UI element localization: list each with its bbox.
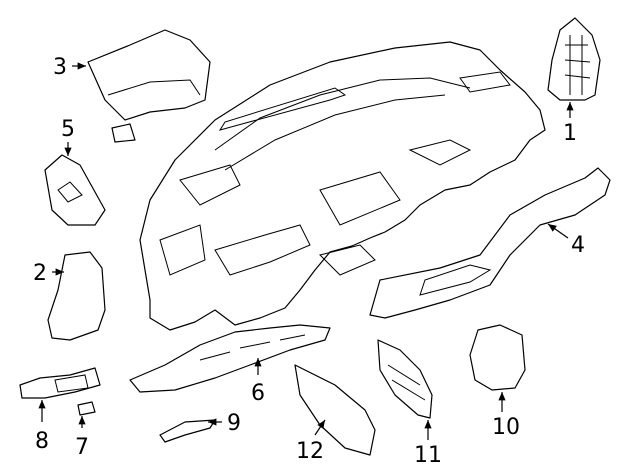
part-12-side-panel <box>294 364 376 456</box>
leader-4 <box>547 223 569 239</box>
instrument-panel <box>139 41 546 331</box>
part-8-bracket <box>19 367 101 399</box>
callout-11: 11 <box>414 443 442 468</box>
part-1-bracket <box>547 17 601 101</box>
callout-10: 10 <box>492 415 520 440</box>
part-11-console-panel <box>377 339 433 419</box>
leader-12 <box>314 419 326 436</box>
part-7-clip <box>77 401 96 416</box>
part-10-bracket <box>469 324 526 391</box>
part-4-knee-panel <box>369 167 611 319</box>
callout-3: 3 <box>53 55 67 80</box>
callout-1: 1 <box>563 121 577 146</box>
callout-12: 12 <box>296 439 324 464</box>
callout-7: 7 <box>75 435 89 460</box>
callout-9: 9 <box>227 411 241 436</box>
part-5-trim-panel <box>44 154 106 226</box>
callout-5: 5 <box>61 117 75 142</box>
callout-6: 6 <box>251 381 265 406</box>
callout-8: 8 <box>35 429 49 454</box>
callout-2: 2 <box>33 261 47 286</box>
part-6-knee-bolster <box>129 324 331 393</box>
part-9-clip <box>159 419 216 443</box>
callout-4: 4 <box>571 233 585 258</box>
part-2-side-panel <box>47 251 106 341</box>
part-3-cluster-hood <box>87 29 211 143</box>
